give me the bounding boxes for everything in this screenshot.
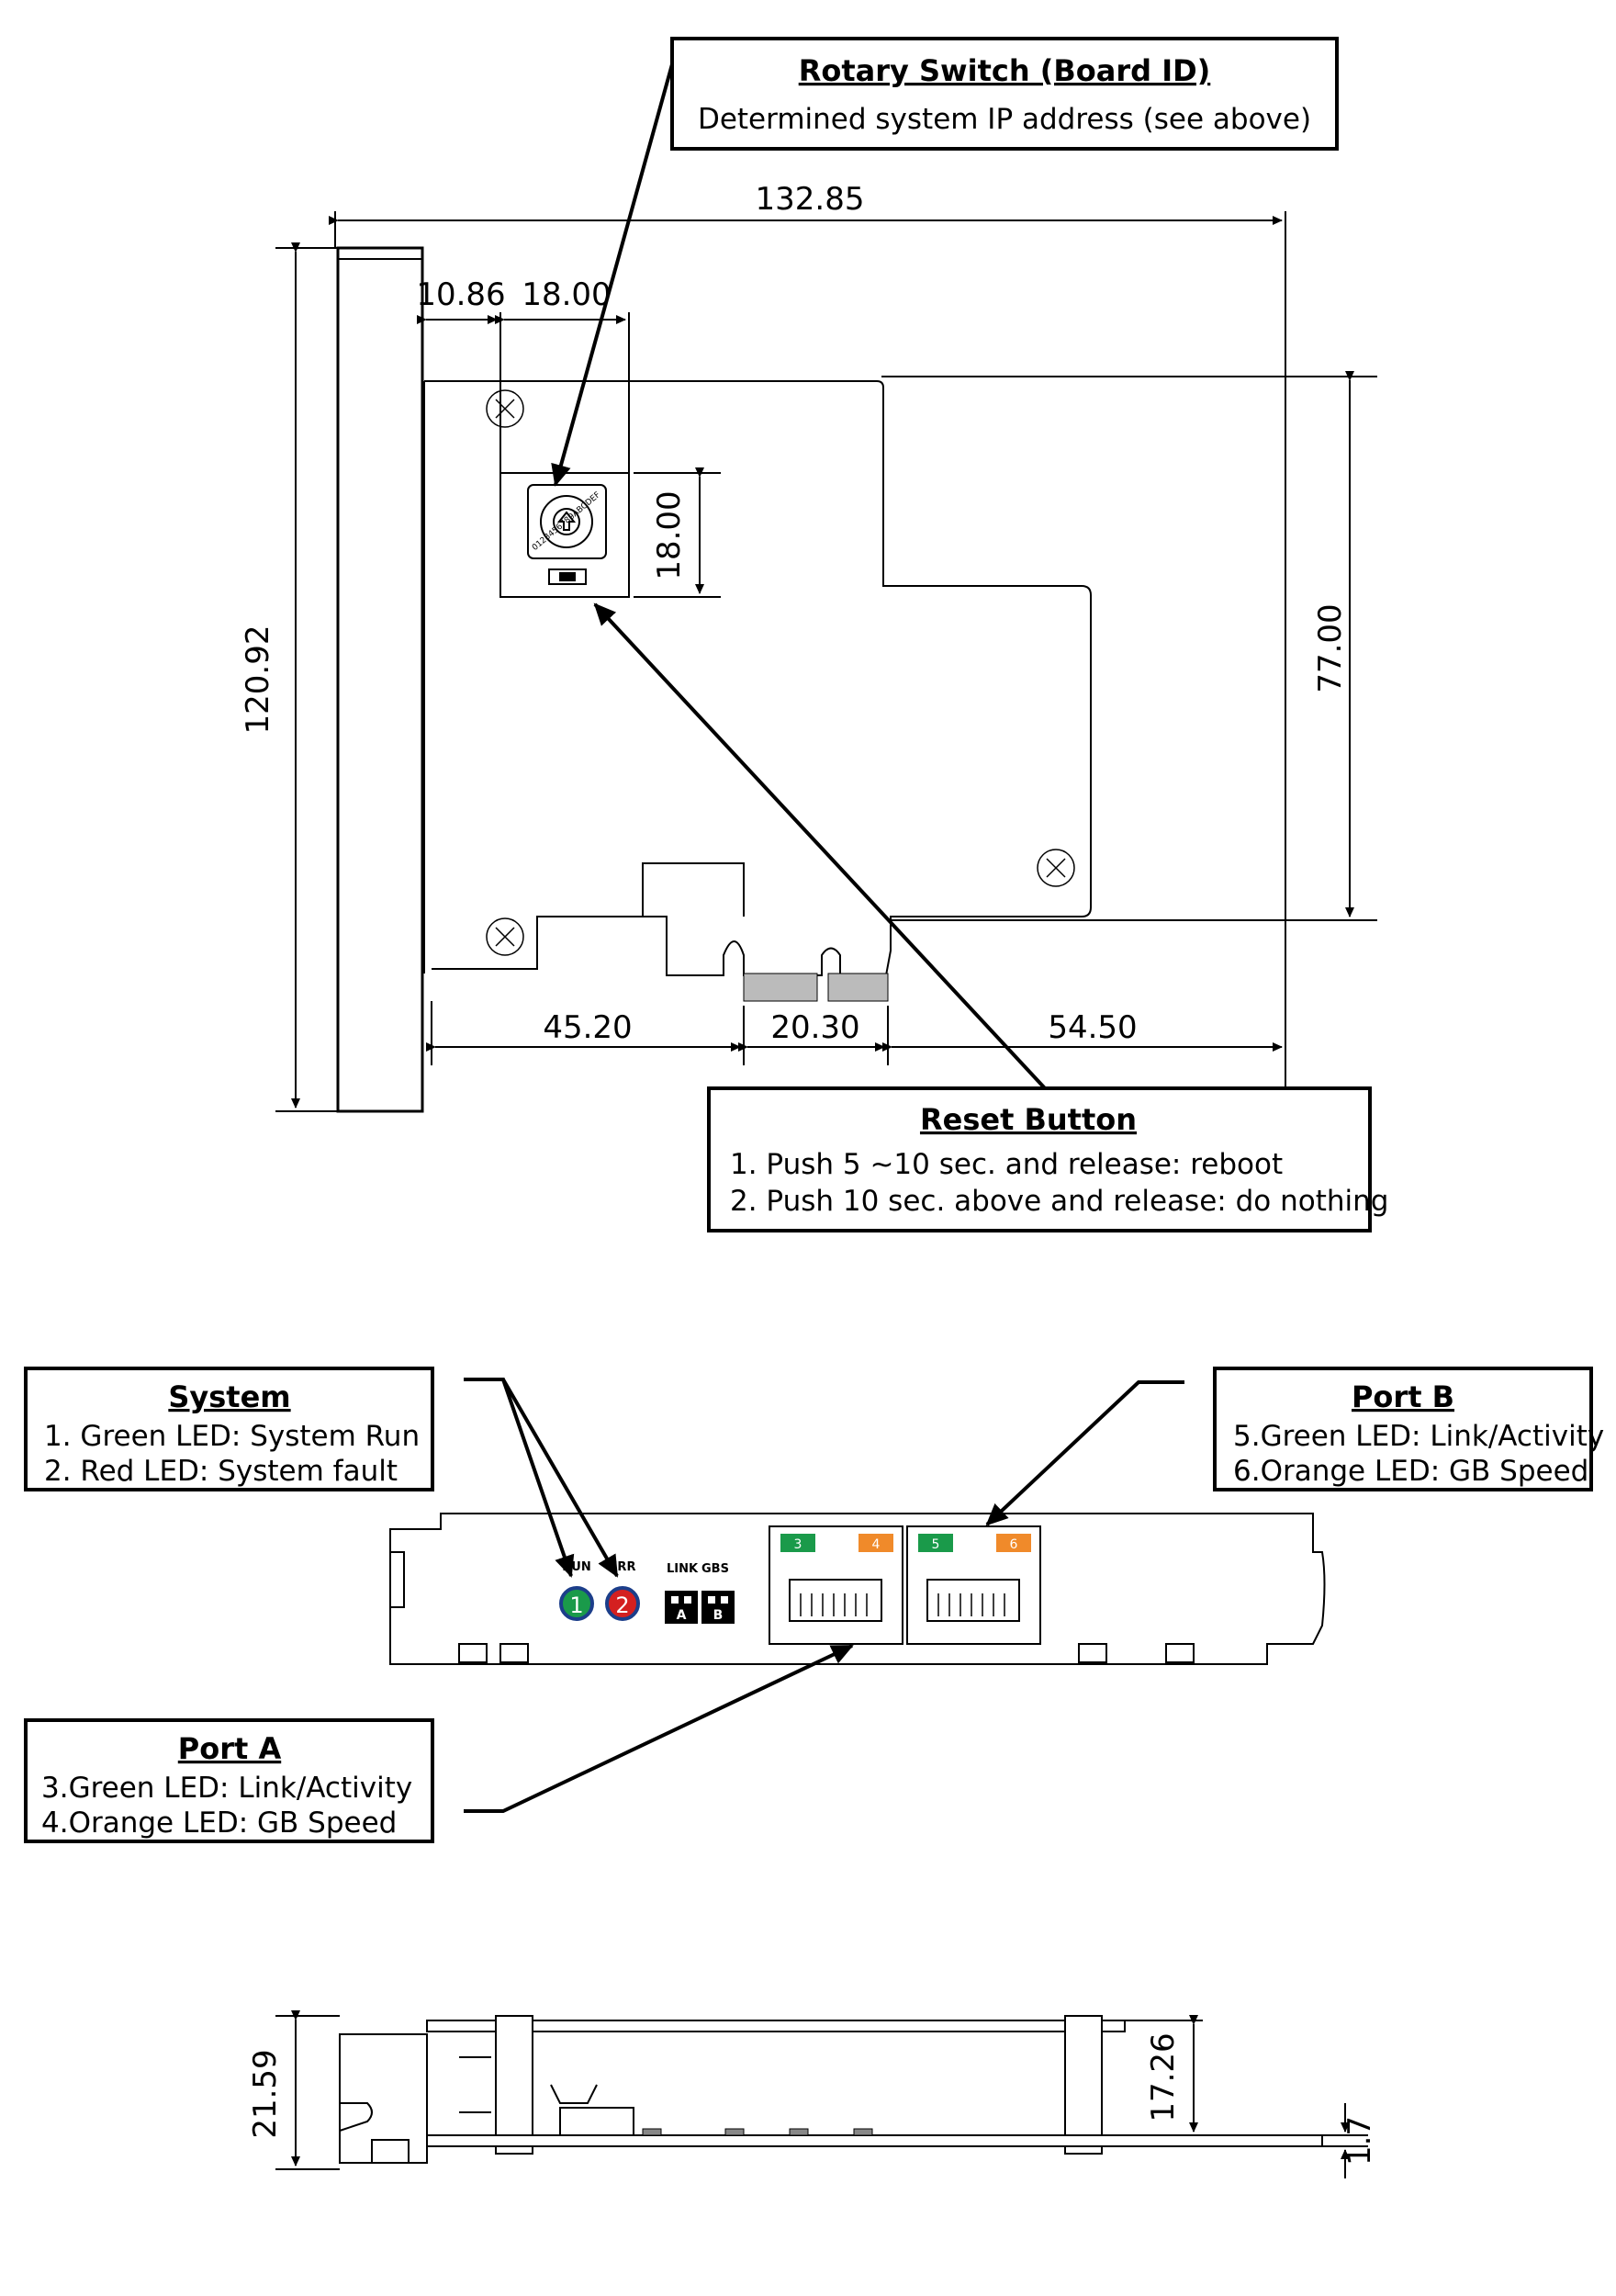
callout-porta-leader <box>464 1644 854 1813</box>
led4-number: 4 <box>872 1537 881 1552</box>
mounting-holes <box>486 389 1075 956</box>
led-run <box>559 1586 594 1621</box>
label-a: A <box>677 1608 687 1623</box>
side-board-top <box>426 2020 1126 2032</box>
callout-rotary-box <box>670 37 1339 151</box>
bracket-front-view <box>389 1513 1326 1665</box>
callout-portb-title: Port B <box>1352 1379 1454 1414</box>
label-b: B <box>713 1608 724 1623</box>
side-view <box>339 2015 1323 2164</box>
led-err <box>605 1586 640 1621</box>
led-port-b-speed <box>996 1534 1031 1552</box>
callout-portb-line1: 5.Green LED: Link/Activity <box>1233 1420 1604 1453</box>
board-outline <box>424 380 1092 976</box>
dim-total-width: 132.85 <box>756 181 865 218</box>
callout-reset-line2: 2. Push 10 sec. above and release: do no… <box>730 1185 1388 1218</box>
led-port-a-link <box>780 1534 815 1552</box>
callout-portb-line2: 6.Orange LED: GB Speed <box>1233 1455 1588 1488</box>
callout-rotary-line1: Determined system IP address (see above) <box>698 103 1311 136</box>
led-port-b-link <box>918 1534 953 1552</box>
callout-reset-leader <box>593 602 1047 1090</box>
top-view <box>336 246 1285 1113</box>
led-run-number: 1 <box>569 1593 583 1618</box>
callout-system-title: System <box>168 1379 290 1414</box>
led-port-a-speed <box>858 1534 893 1552</box>
dim-side-thickness: 1.7 <box>1341 2116 1378 2166</box>
label-gbs: GBS <box>701 1562 729 1576</box>
dim-bottom-mid: 20.30 <box>770 1009 859 1046</box>
callout-reset-line1: 1. Push 5 ~10 sec. and release: reboot <box>730 1148 1283 1181</box>
callout-reset-title: Reset Button <box>920 1102 1137 1137</box>
dim-board-height: 77.00 <box>1312 603 1349 692</box>
callout-porta-line1: 3.Green LED: Link/Activity <box>41 1772 412 1805</box>
led6-number: 6 <box>1010 1537 1018 1552</box>
callout-portb-box <box>1213 1367 1593 1491</box>
label-link: LINK <box>667 1562 699 1576</box>
callout-porta-box <box>24 1718 434 1843</box>
dim-total-height: 120.92 <box>240 625 276 735</box>
callout-porta-line2: 4.Orange LED: GB Speed <box>41 1806 397 1840</box>
led-err-number: 2 <box>615 1593 629 1618</box>
callout-rotary-leader <box>551 63 674 487</box>
reset-button <box>548 568 587 585</box>
side-dimension-lines <box>275 2010 1368 2178</box>
callout-system-box <box>24 1367 434 1491</box>
side-board-bottom <box>426 2134 1323 2147</box>
callout-porta-title: Port A <box>178 1731 282 1766</box>
bracket-plate <box>336 246 424 1113</box>
callout-reset-box <box>707 1086 1372 1232</box>
led3-number: 3 <box>794 1537 802 1552</box>
led5-number: 5 <box>932 1537 940 1552</box>
dim-switch-height: 18.00 <box>651 490 688 580</box>
callout-portb-leader <box>985 1380 1184 1526</box>
gold-fingers <box>743 973 889 1002</box>
dim-switch-width: 18.00 <box>522 276 611 313</box>
callout-system-leader-err <box>501 1378 619 1578</box>
dim-side-inner: 17.26 <box>1145 2032 1182 2122</box>
callout-rotary-title: Rotary Switch (Board ID) <box>799 53 1211 88</box>
callout-system-line2: 2. Red LED: System fault <box>44 1455 398 1488</box>
callout-system-line1: 1. Green LED: System Run <box>44 1420 420 1453</box>
dim-side-height: 21.59 <box>247 2049 284 2138</box>
dim-bottom-right: 54.50 <box>1048 1009 1137 1046</box>
dimension-lines <box>275 211 1377 1116</box>
dim-left-offset: 10.86 <box>416 276 505 313</box>
dim-bottom-left: 45.20 <box>543 1009 632 1046</box>
